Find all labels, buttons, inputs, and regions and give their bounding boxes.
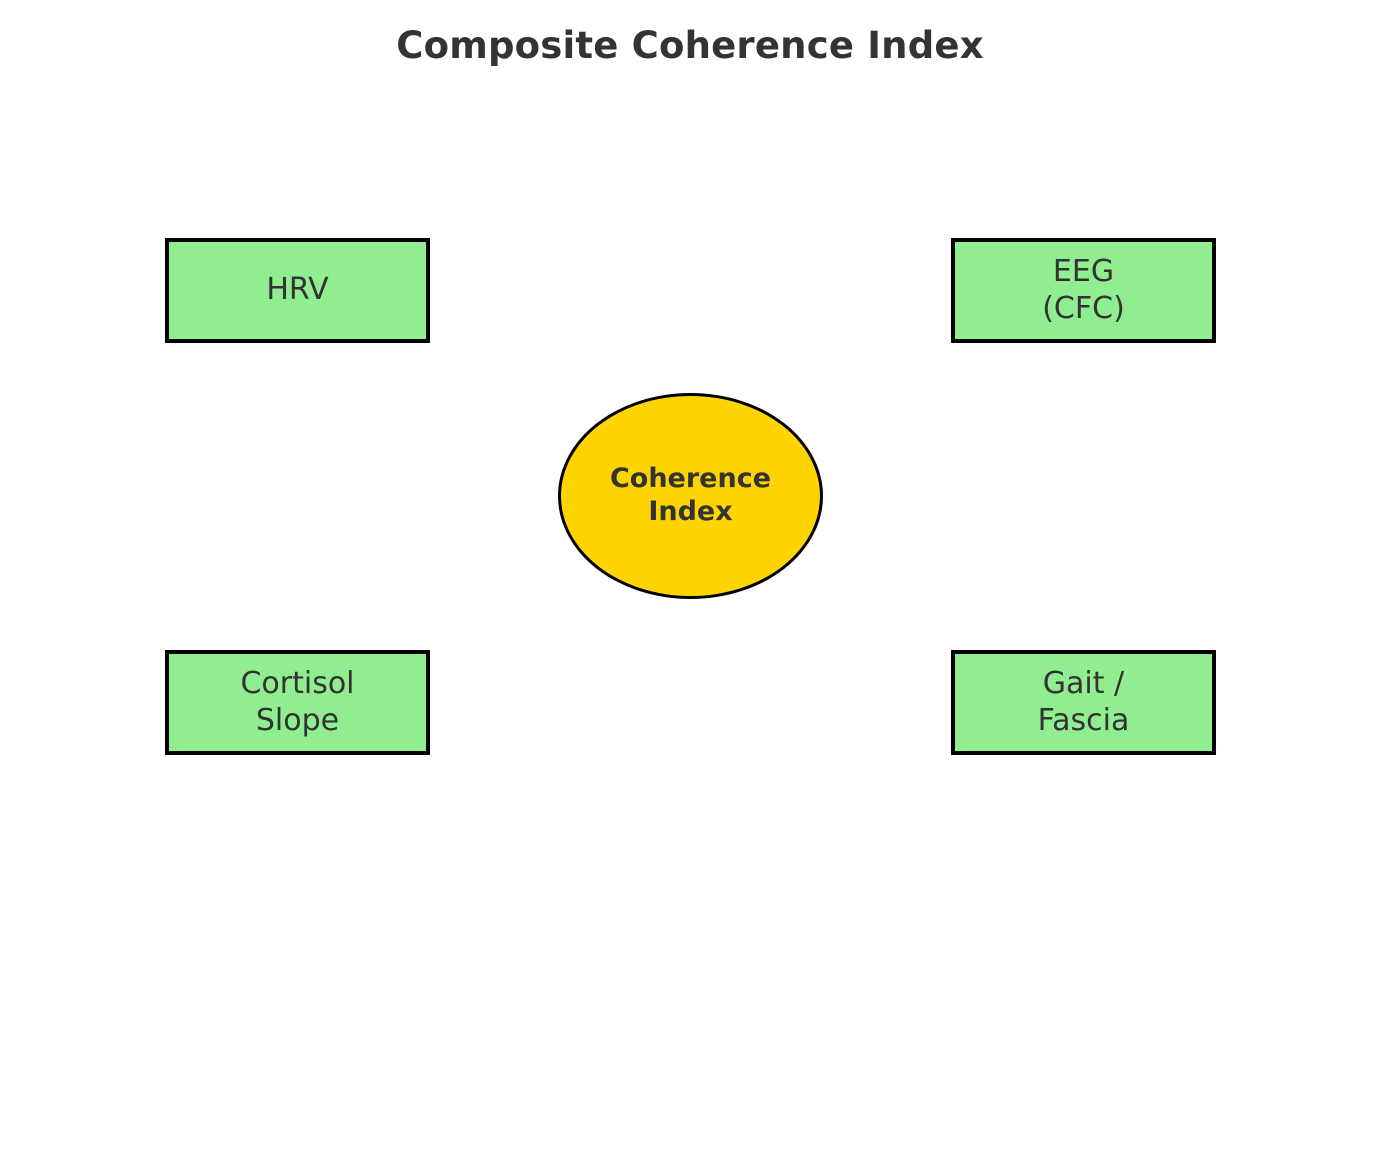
node-eeg-cfc[interactable]: EEG (CFC) — [951, 238, 1216, 343]
node-gait-fascia-label: Gait / Fascia — [1037, 665, 1130, 738]
node-coherence-index-label: Coherence Index — [609, 463, 772, 527]
node-cortisol-slope-label: Cortisol Slope — [240, 665, 355, 738]
node-hrv-label: HRV — [266, 272, 329, 308]
node-gait-fascia[interactable]: Gait / Fascia — [951, 650, 1216, 755]
node-coherence-index[interactable]: Coherence Index — [558, 393, 823, 599]
page-title: Composite Coherence Index — [396, 24, 984, 67]
node-eeg-cfc-label: EEG (CFC) — [1042, 253, 1125, 326]
node-cortisol-slope[interactable]: Cortisol Slope — [165, 650, 430, 755]
node-hrv[interactable]: HRV — [165, 238, 430, 343]
